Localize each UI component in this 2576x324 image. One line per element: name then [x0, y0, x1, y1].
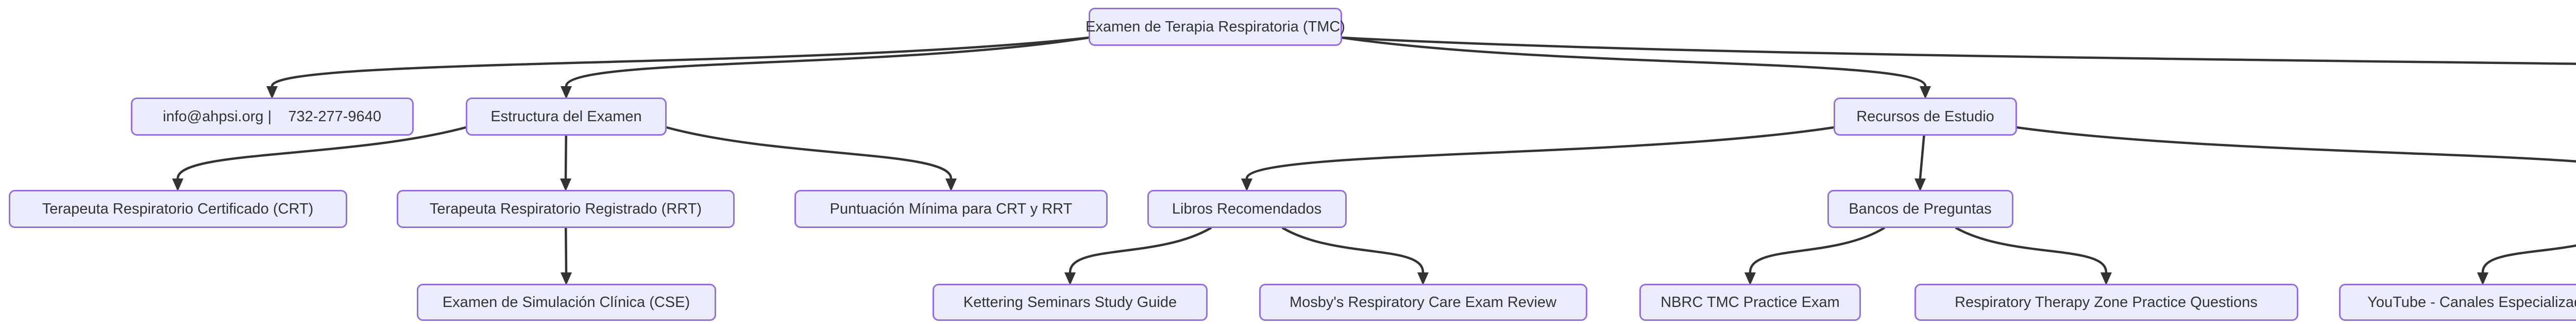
arrowhead-root-contact — [266, 86, 278, 99]
edge-estructura-crt — [176, 126, 467, 180]
diagram-node-nbrc: NBRC TMC Practice Exam — [1639, 284, 1861, 321]
edge-recursos-libros — [1245, 126, 1835, 180]
edge-root-estrategia — [1341, 36, 2576, 65]
node-label: NBRC TMC Practice Exam — [1660, 294, 1840, 311]
edge-recursos-bancos — [1919, 134, 1925, 180]
node-label: Recursos de Estudio — [1856, 108, 1994, 125]
node-label: Puntuación Mínima para CRT y RRT — [829, 200, 1073, 217]
arrowhead-videos-youtube — [2477, 272, 2488, 285]
arrowhead-bancos-rtz — [2100, 272, 2112, 285]
node-label: Kettering Seminars Study Guide — [963, 294, 1177, 311]
node-label: Mosby's Respiratory Care Exam Review — [1289, 294, 1557, 311]
edge-videos-youtube — [2481, 244, 2576, 274]
diagram-node-puntuacion: Puntuación Mínima para CRT y RRT — [794, 190, 1108, 228]
edge-libros-mosby — [1281, 226, 1425, 274]
diagram-node-contact: info@ahpsi.org | 732-277-9640 — [130, 98, 414, 136]
arrowhead-recursos-libros — [1241, 179, 1252, 191]
arrowhead-recursos-bancos — [1914, 179, 1926, 191]
arrowhead-root-estructura — [561, 86, 572, 99]
edge-root-contact — [270, 36, 1090, 88]
arrowhead-root-recursos — [1920, 86, 1931, 99]
diagram-node-estructura: Estructura del Examen — [466, 98, 667, 136]
arrowhead-libros-mosby — [1417, 272, 1429, 285]
diagram-node-libros: Libros Recomendados — [1147, 190, 1347, 228]
arrowhead-rrt-cse — [561, 272, 572, 285]
diagram-node-recursos: Recursos de Estudio — [1834, 98, 2017, 136]
diagram-node-cse: Examen de Simulación Clínica (CSE) — [416, 284, 716, 321]
diagram-node-kettering-guide: Kettering Seminars Study Guide — [933, 284, 1208, 321]
diagram-node-rtz: Respiratory Therapy Zone Practice Questi… — [1914, 284, 2298, 321]
arrowhead-libros-kettering_guide — [1064, 272, 1076, 285]
node-label: Estructura del Examen — [490, 108, 642, 125]
node-label: Examen de Simulación Clínica (CSE) — [442, 294, 690, 311]
node-label: Respiratory Therapy Zone Practice Questi… — [1955, 294, 2258, 311]
edge-root-estructura — [565, 36, 1090, 88]
edge-libros-kettering_guide — [1069, 226, 1212, 274]
node-label: Terapeuta Respiratorio Registrado (RRT) — [429, 200, 702, 217]
diagram-node-crt: Terapeuta Respiratorio Certificado (CRT) — [8, 190, 347, 228]
node-label: YouTube - Canales Especializados — [2367, 294, 2576, 311]
edge-root-recursos — [1341, 36, 1927, 88]
edge-estructura-puntuacion — [665, 126, 953, 180]
edge-recursos-videos — [2015, 126, 2576, 163]
edge-bancos-nbrc — [1749, 226, 1886, 274]
arrowhead-bancos-nbrc — [1744, 272, 1756, 285]
arrowhead-estructura-crt — [172, 179, 183, 191]
node-label: Libros Recomendados — [1172, 200, 1322, 217]
edge-bancos-rtz — [1955, 226, 2108, 274]
node-label: info@ahpsi.org | 732-277-9640 — [163, 108, 381, 125]
arrowhead-estructura-puntuacion — [945, 179, 957, 191]
diagram-node-rrt: Terapeuta Respiratorio Registrado (RRT) — [397, 190, 735, 228]
node-label: Examen de Terapia Respiratoria (TMC) — [1086, 18, 1345, 35]
diagram-node-bancos: Bancos de Preguntas — [1827, 190, 2013, 228]
node-label: Bancos de Preguntas — [1849, 200, 1992, 217]
arrowhead-estructura-rrt — [560, 179, 571, 191]
diagram-node-mosby: Mosby's Respiratory Care Exam Review — [1259, 284, 1587, 321]
node-label: Terapeuta Respiratorio Certificado (CRT) — [42, 200, 314, 217]
diagram-node-root: Examen de Terapia Respiratoria (TMC) — [1086, 8, 1345, 46]
diagram-node-youtube: YouTube - Canales Especializados — [2339, 284, 2576, 321]
